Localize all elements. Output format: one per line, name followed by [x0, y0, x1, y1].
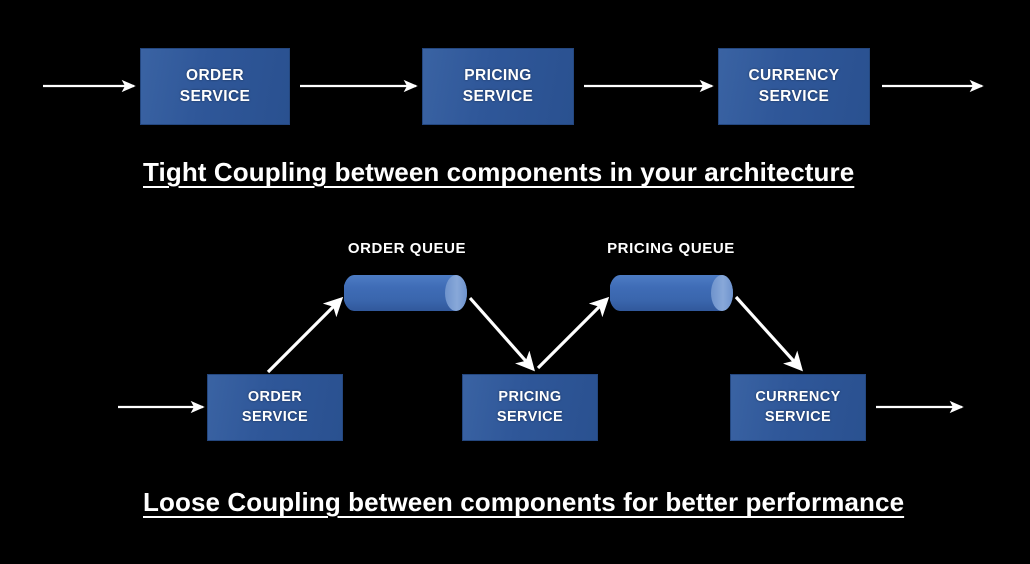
bottom-order-service-line2: SERVICE [241, 408, 309, 425]
arrow-order-service-to-order-queue [266, 296, 344, 374]
top-order-service-line2: SERVICE [179, 87, 251, 105]
tight-coupling-caption: Tight Coupling between components in you… [143, 157, 855, 187]
top-currency-service-box: CURRENCY SERVICE [718, 48, 870, 125]
top-currency-service-line1: CURRENCY [748, 66, 840, 84]
bottom-order-service-box: ORDER SERVICE [207, 374, 343, 441]
pricing-queue-cylinder [610, 275, 733, 311]
bottom-currency-service-box: CURRENCY SERVICE [730, 374, 866, 441]
bottom-order-service-line1: ORDER [247, 388, 303, 405]
loose-coupling-caption: Loose Coupling between components for be… [143, 487, 905, 517]
top-pricing-service-box: PRICING SERVICE [422, 48, 574, 125]
arrow-pricing-service-to-pricing-queue [536, 296, 610, 370]
arrow-order-queue-to-pricing-service [468, 296, 535, 372]
bottom-pricing-service-line1: PRICING [498, 388, 562, 405]
order-queue-label: ORDER QUEUE [347, 240, 467, 257]
top-pricing-service-line1: PRICING [464, 66, 532, 84]
order-queue-cylinder [344, 275, 467, 311]
top-pricing-service-line2: SERVICE [462, 87, 534, 105]
bottom-pricing-service-box: PRICING SERVICE [462, 374, 598, 441]
top-currency-service-line2: SERVICE [758, 87, 830, 105]
bottom-currency-service-line2: SERVICE [764, 408, 832, 425]
bottom-currency-service-line1: CURRENCY [755, 388, 841, 405]
arrow-pricing-queue-to-currency-service [734, 295, 803, 372]
top-order-service-line1: ORDER [186, 66, 244, 84]
bottom-pricing-service-line2: SERVICE [496, 408, 564, 425]
top-order-service-box: ORDER SERVICE [140, 48, 290, 125]
pricing-queue-label: PRICING QUEUE [607, 240, 735, 257]
